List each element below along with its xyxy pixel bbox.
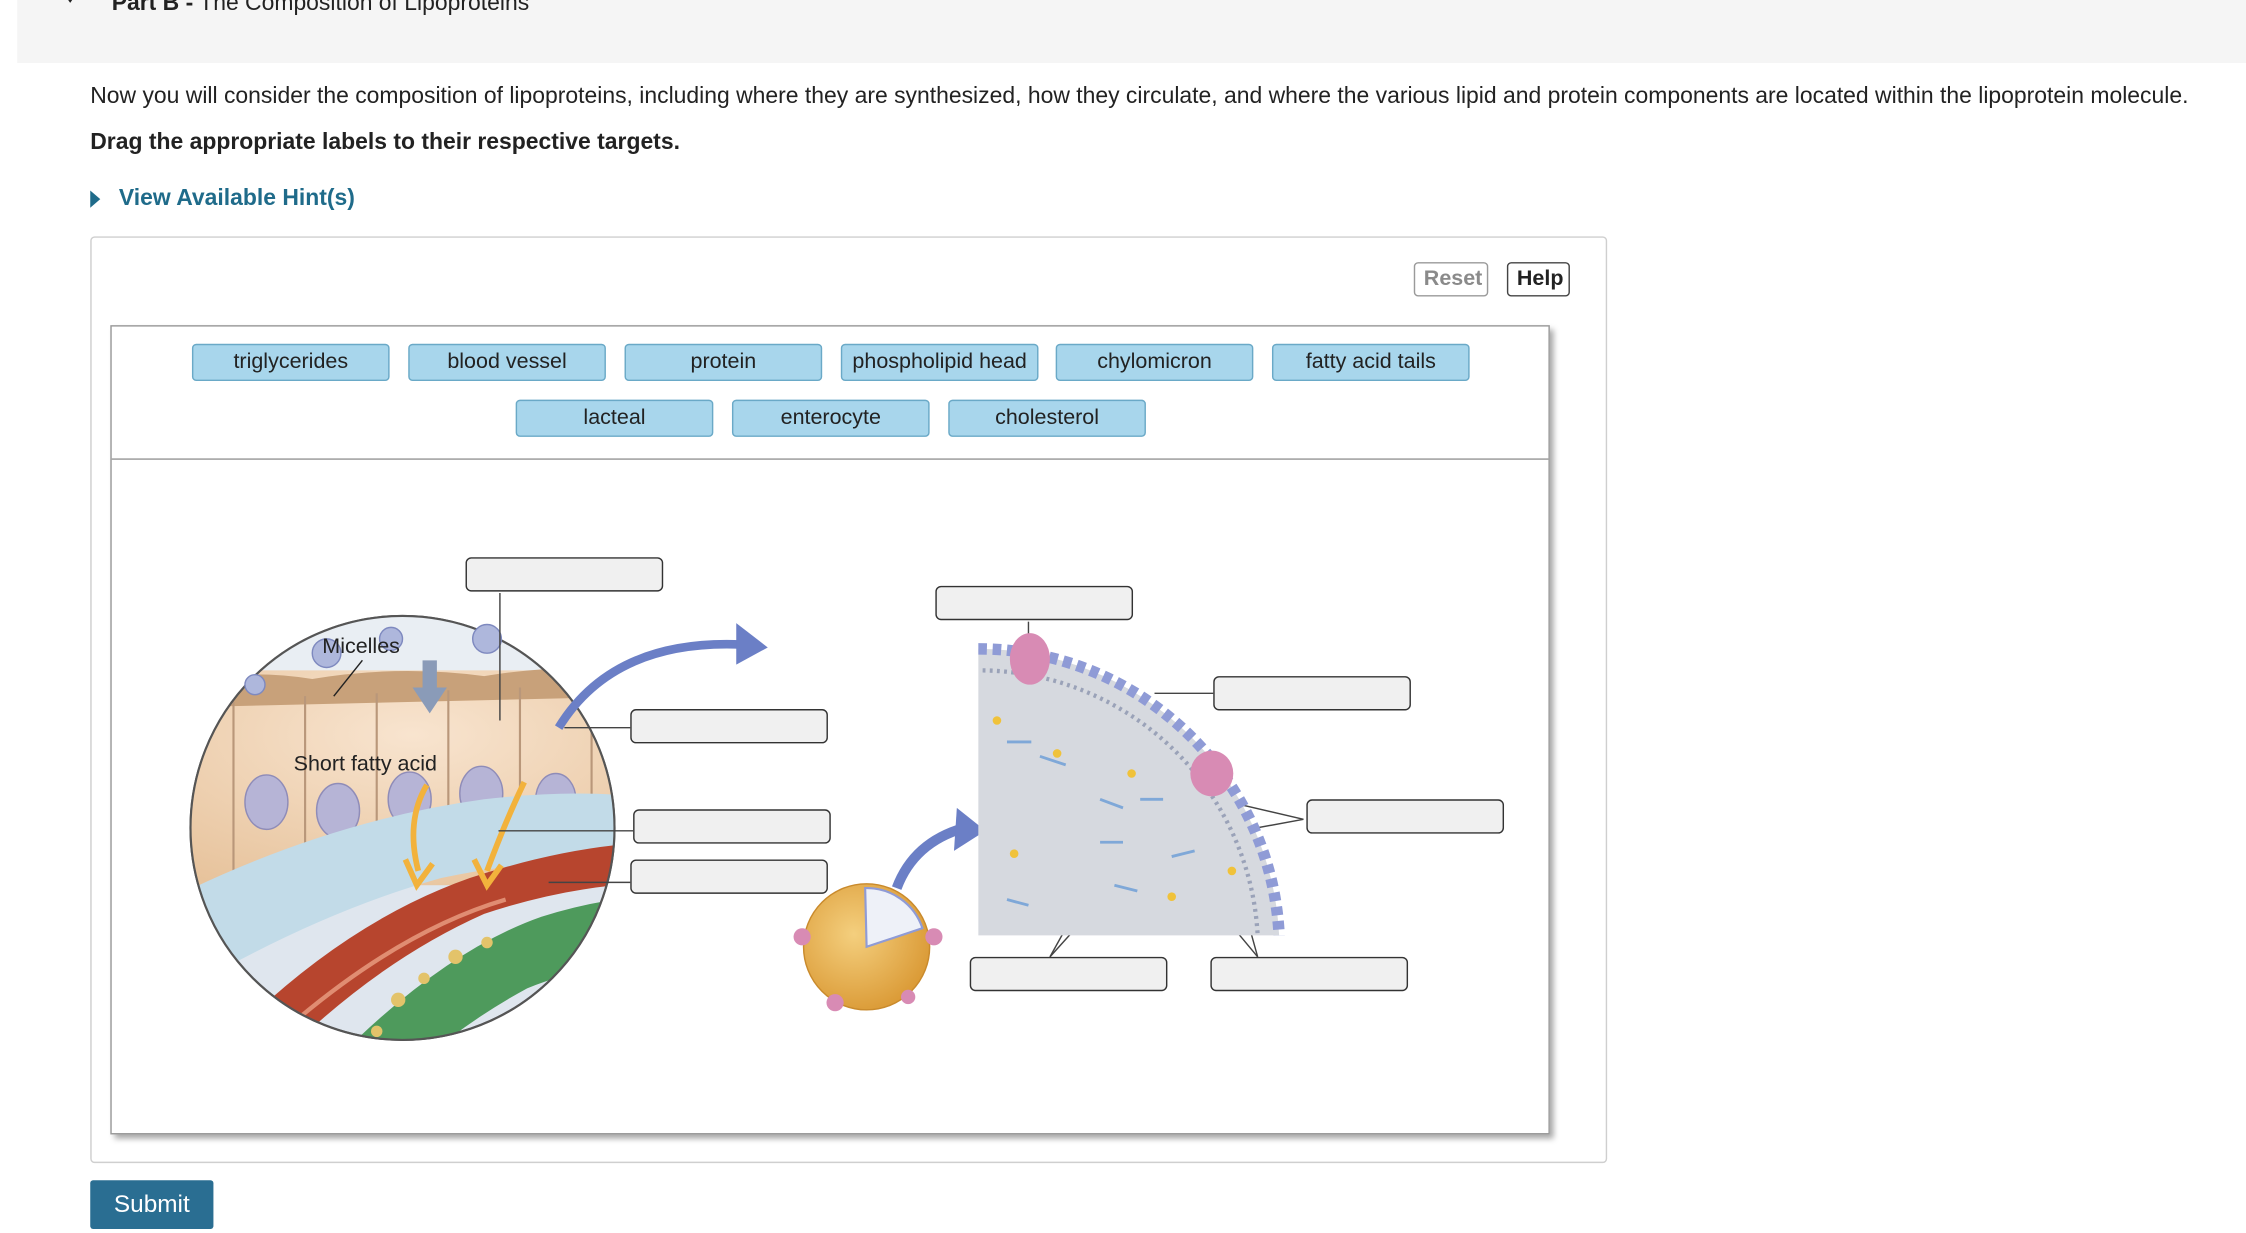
- label-chip-cholesterol[interactable]: cholesterol: [948, 399, 1146, 437]
- instruction-text: Drag the appropriate labels to their res…: [90, 130, 680, 155]
- part-header: Part B - The Composition of Lipoproteins: [17, 0, 2246, 64]
- zoom-arrow: [891, 823, 966, 890]
- intro-text: Now you will consider the composition of…: [90, 84, 2189, 109]
- view-hints-link[interactable]: View Available Hint(s): [90, 185, 355, 214]
- drag-drop-area: triglycerides blood vessel protein phosp…: [110, 325, 1550, 1135]
- label-chip-fatty-acid-tails[interactable]: fatty acid tails: [1271, 343, 1470, 382]
- label-chip-enterocyte[interactable]: enterocyte: [731, 399, 930, 437]
- reset-button[interactable]: Reset: [1413, 262, 1489, 297]
- zoom-arrow-head: [953, 807, 986, 851]
- collapse-caret-icon[interactable]: [60, 0, 81, 3]
- part-title: Part B - The Composition of Lipoproteins: [111, 0, 530, 16]
- chylomicron-small: [793, 883, 943, 1012]
- drop-target-5[interactable]: [935, 585, 1134, 621]
- drop-target-6[interactable]: [1213, 676, 1411, 711]
- micelles-leader-line: [333, 659, 363, 697]
- intestinal-magnified-view: [189, 614, 616, 1041]
- transport-arrow: [554, 639, 743, 730]
- caret-right-icon: [90, 190, 101, 208]
- label-chip-triglycerides[interactable]: triglycerides: [191, 343, 390, 382]
- view-hints-label: View Available Hint(s): [118, 186, 355, 211]
- chylomicron-cross-section: [978, 633, 1285, 936]
- drop-target-3[interactable]: [633, 809, 831, 844]
- label-chip-protein[interactable]: protein: [624, 343, 823, 382]
- label-chip-blood-vessel[interactable]: blood vessel: [408, 343, 606, 382]
- drop-target-4[interactable]: [630, 859, 828, 894]
- label-chip-phospholipid-head[interactable]: phospholipid head: [840, 343, 1039, 382]
- micelles-label: Micelles: [322, 634, 400, 659]
- transport-arrow-head: [736, 623, 768, 665]
- help-button[interactable]: Help: [1506, 262, 1570, 297]
- drop-target-9[interactable]: [1210, 956, 1409, 992]
- label-bank-divider: [111, 458, 1549, 460]
- drop-target-7[interactable]: [1306, 799, 1505, 834]
- drop-target-2[interactable]: [630, 709, 828, 744]
- label-chip-lacteal[interactable]: lacteal: [515, 399, 714, 437]
- submit-button[interactable]: Submit: [90, 1180, 214, 1229]
- drop-target-8[interactable]: [969, 956, 1168, 992]
- drop-target-1[interactable]: [465, 557, 664, 592]
- label-chip-chylomicron[interactable]: chylomicron: [1055, 343, 1254, 382]
- short-fatty-acid-label: Short fatty acid: [293, 752, 437, 777]
- lipoprotein-diagram: [189, 593, 1304, 1041]
